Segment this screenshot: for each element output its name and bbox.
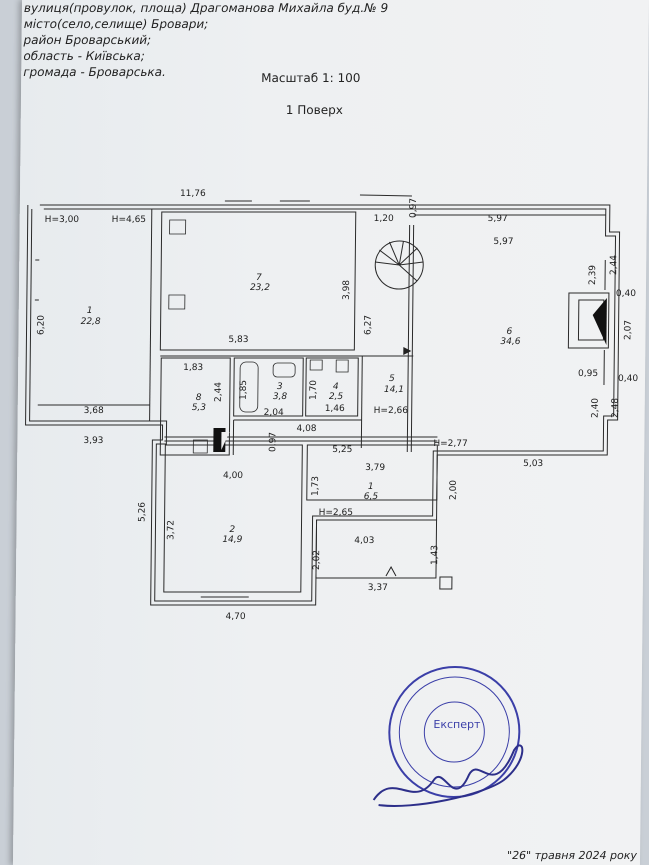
dim-2-44-right: 2,44 [609, 255, 619, 275]
dim-3-37: 3,37 [368, 583, 388, 593]
dim-3-79: 3,79 [365, 463, 385, 473]
document-date: "26" травня 2024 року [506, 849, 637, 862]
dim-6-20: 6,20 [36, 315, 46, 335]
room-2-number: 2 [229, 525, 235, 535]
dim-2-44: 2,44 [214, 382, 224, 402]
room-1-number: 1 [87, 306, 93, 316]
dim-2-39: 2,39 [588, 265, 598, 285]
dim-4-70: 4,70 [225, 612, 245, 622]
dim-2-02: 2,02 [312, 550, 322, 570]
height-4-65: H=4,65 [112, 215, 146, 225]
room-4-number: 4 [333, 382, 339, 392]
dim-3-68: 3,68 [84, 406, 104, 416]
dim-1-70: 1,70 [309, 380, 319, 400]
room-8-area: 5,3 [192, 403, 207, 413]
room-8-number: 8 [196, 393, 202, 403]
dim-1-46: 1,46 [325, 404, 345, 414]
dim-11-76: 11,76 [180, 189, 206, 199]
dim-0-40-top: 0,40 [616, 289, 636, 299]
room-4-area: 2,5 [329, 392, 344, 402]
dim-5-25: 5,25 [332, 445, 352, 455]
room-3-number: 3 [277, 382, 283, 392]
room-2-area: 14,9 [222, 535, 242, 545]
signature [372, 744, 524, 807]
room-7-area: 23,2 [250, 283, 270, 293]
height-2-66: H=2,66 [374, 406, 409, 416]
room-7-number: 7 [256, 273, 262, 283]
dim-4-08: 4,08 [296, 424, 316, 434]
seal-stamp: Експерт [372, 666, 524, 807]
dim-0-95: 0,95 [578, 369, 598, 379]
dim-3-93: 3,93 [83, 436, 103, 446]
height-3-00: H=3,00 [45, 215, 80, 225]
dim-2-04: 2,04 [264, 408, 284, 418]
stamp-role: Експерт [433, 718, 481, 731]
dim-5-97-inner: 5,97 [493, 237, 513, 247]
dim-2-48: 2,48 [611, 398, 621, 418]
dim-0-97-top: 0,97 [409, 198, 419, 218]
dim-3-72: 3,72 [166, 520, 176, 540]
floor-plan: 11,76 5,97 5,97 1,20 0,97 H=3,00 H=4,65 … [25, 189, 638, 622]
dim-4-03: 4,03 [354, 536, 374, 546]
dim-1-20: 1,20 [374, 214, 394, 224]
room-6-area: 34,6 [500, 337, 520, 347]
room-1b-number: 1 [368, 482, 374, 492]
dim-4-00: 4,00 [223, 471, 243, 481]
dim-0-97-lower: 0,97 [268, 432, 278, 452]
dim-5-26: 5,26 [138, 502, 148, 522]
dim-5-03: 5,03 [523, 459, 543, 469]
room-1b-area: 6,5 [364, 492, 379, 502]
dim-1-83: 1,83 [183, 363, 203, 373]
room-5-area: 14,1 [384, 385, 404, 395]
dim-1-43: 1,43 [430, 545, 440, 565]
room-1-area: 22,8 [81, 317, 101, 327]
height-2-65: H=2,65 [319, 508, 353, 518]
dim-1-73: 1,73 [311, 476, 321, 496]
document-page: вулиця(провулок, площа) Драгоманова Миха… [12, 0, 649, 865]
dim-6-27: 6,27 [363, 315, 373, 335]
dim-2-00: 2,00 [449, 480, 459, 500]
height-2-77: H=2,77 [433, 439, 467, 449]
room-6-number: 6 [506, 327, 512, 337]
room-3-area: 3,8 [273, 392, 288, 402]
dim-2-40: 2,40 [591, 398, 601, 418]
room-5-number: 5 [389, 374, 395, 384]
dim-5-83: 5,83 [228, 335, 248, 345]
dim-0-40-bottom: 0,40 [618, 374, 638, 384]
dim-3-98: 3,98 [342, 280, 352, 300]
dim-1-85: 1,85 [239, 380, 249, 400]
dim-5-97-outer: 5,97 [488, 214, 508, 224]
dim-2-07: 2,07 [623, 320, 633, 340]
